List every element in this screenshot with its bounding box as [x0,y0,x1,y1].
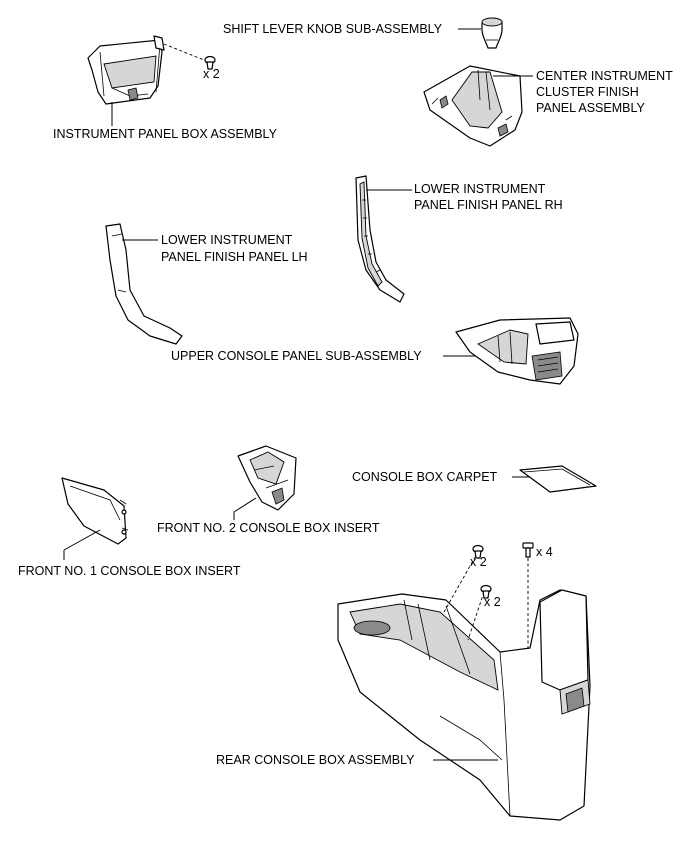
front-no1-leader-link [63,529,101,551]
console-box-carpet-part [519,465,597,493]
front-no2-insert-part [237,445,297,511]
upper-console-label: UPPER CONSOLE PANEL SUB-ASSEMBLY [171,349,422,363]
rear-clip-a-qty: x 2 [470,555,487,569]
bolt-icon [522,542,534,558]
front-no2-label: FRONT NO. 2 CONSOLE BOX INSERT [157,521,380,535]
shift-lever-knob-part [481,17,503,49]
rear-console-box-part [337,589,591,821]
clip-icon [480,584,492,599]
lower-lh-label-line2: PANEL FINISH PANEL LH [161,250,308,264]
front-no1-insert-part [61,477,129,545]
center-panel-label-line1: CENTER INSTRUMENT [536,69,673,83]
center-panel-label-line2: CLUSTER FINISH [536,85,639,99]
rear-clip-b-dashline [467,591,485,641]
rear-clip-b-qty: x 2 [484,595,501,609]
clip-icon [472,544,484,559]
lower-lh-label-line1: LOWER INSTRUMENT [161,233,293,247]
instrument-panel-box-part [87,35,165,105]
instrument-box-label: INSTRUMENT PANEL BOX ASSEMBLY [53,127,278,141]
shift-knob-label: SHIFT LEVER KNOB SUB-ASSEMBLY [223,22,443,36]
front-no1-label: FRONT NO. 1 CONSOLE BOX INSERT [18,564,241,578]
clip-icon [204,55,216,70]
lower-rh-label-line1: LOWER INSTRUMENT [414,182,546,196]
lower-finish-panel-lh-part [105,223,183,345]
instrument-box-clip-dashline [163,43,205,61]
lower-finish-panel-rh-part [355,175,405,303]
console-carpet-label: CONSOLE BOX CARPET [352,470,498,484]
front-no2-leader [233,497,257,513]
rear-clip-a-dashline [443,551,479,613]
lower-rh-label-line2: PANEL FINISH PANEL RH [414,198,563,212]
center-panel-label-line3: PANEL ASSEMBLY [536,101,646,115]
rear-console-label: REAR CONSOLE BOX ASSEMBLY [216,753,415,767]
upper-console-panel-part [455,317,579,385]
rear-bolt-qty: x 4 [536,545,553,559]
instrument-box-clip-qty: x 2 [203,67,220,81]
center-finish-panel-part [423,65,523,147]
